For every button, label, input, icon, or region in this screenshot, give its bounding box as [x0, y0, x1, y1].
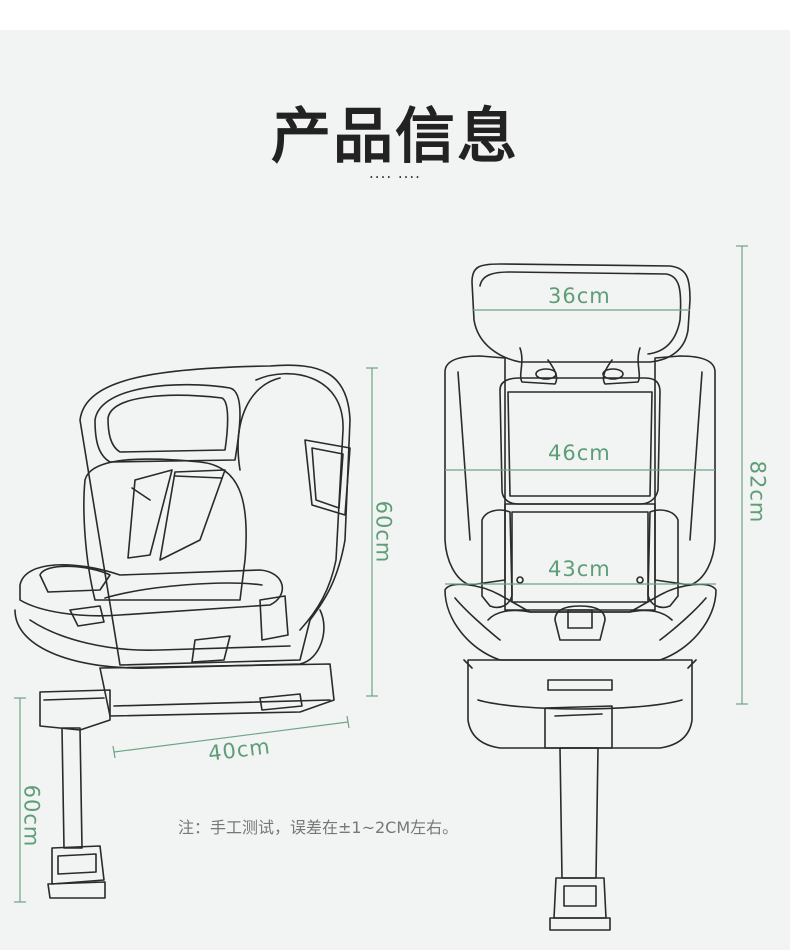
front-total-height-line [736, 245, 748, 705]
headrest-width-label: 36cm [548, 284, 611, 308]
seat-width-label: 43cm [548, 557, 611, 581]
side-view-seat [14, 364, 351, 899]
shoulder-width-label: 46cm [548, 441, 611, 465]
side-height-dimension-line [366, 367, 378, 697]
total-height-label: 82cm [745, 460, 770, 524]
side-leg-dimension-line [14, 697, 26, 903]
page-title: 产品信息 [271, 102, 519, 172]
title-dots: .... .... [369, 164, 421, 182]
measurement-note: 注：手工测试，误差在±1~2CM左右。 [178, 818, 459, 837]
side-leg-label: 60cm [19, 784, 44, 848]
front-view-seat [444, 263, 717, 931]
side-depth-dimension-line [112, 715, 350, 759]
side-height-label: 60cm [371, 500, 396, 564]
